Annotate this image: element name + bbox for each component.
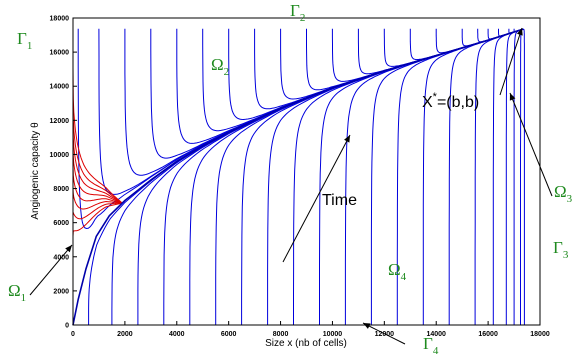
- region-label-3-omega: Ω3: [554, 182, 573, 205]
- trajectory-bottom-16: [492, 28, 524, 325]
- trajectory-bottom-18: [513, 28, 524, 325]
- arrow-equilibrium-head: [516, 28, 523, 36]
- trajectory-red-6: [72, 202, 123, 220]
- y-tick-label: 6000: [53, 220, 69, 227]
- arrow-omega3: [509, 92, 553, 197]
- plot-frame: [72, 17, 541, 326]
- trajectory-red-1: [72, 92, 123, 204]
- y-tick-label: 8000: [53, 186, 69, 193]
- trajectory-bottom-11: [370, 28, 524, 325]
- axis-ticks: 0 2000 4000 6000 8000 10000 12000 14000 16000 180…: [50, 16, 550, 339]
- trajectory-bottom-20: [522, 28, 525, 325]
- trajectory-curves: [72, 28, 525, 326]
- region-label-2-gamma: Γ2: [290, 1, 305, 24]
- y-tick-label: 16000: [50, 50, 70, 57]
- y-axis-label: Angiogenic capacity θ: [30, 122, 41, 220]
- y-tick-label: 12000: [50, 118, 70, 125]
- trajectory-bottom-12: [396, 28, 524, 325]
- region-label-2-omega: Ω2: [211, 55, 229, 78]
- x-tick-label: 8000: [273, 331, 289, 338]
- x-tick-label: 14000: [426, 331, 446, 338]
- y-tick-label: 0: [65, 323, 69, 330]
- arrow-omega3-head: [509, 93, 516, 101]
- trajectory-bottom-9: [319, 28, 524, 325]
- arrow-omega1-head: [65, 245, 72, 253]
- trajectory-bottom-4: [189, 28, 524, 325]
- y-tick-label: 18000: [50, 16, 70, 23]
- trajectory-top-0: [77, 28, 524, 230]
- x-tick-label: 0: [71, 331, 75, 338]
- trajectory-bottom-14: [448, 28, 524, 325]
- arrow-omega1: [29, 244, 73, 296]
- arrow-equilibrium: [499, 27, 523, 96]
- trajectory-red-0: [72, 67, 123, 204]
- equilibrium-label: X*=(b,b): [422, 91, 479, 111]
- trajectory-bottom-1: [111, 28, 524, 325]
- x-tick-label: 2000: [117, 331, 133, 338]
- y-tick-label: 10000: [50, 152, 70, 159]
- annotation-arrows: [29, 27, 553, 345]
- trajectory-top-13: [409, 28, 524, 61]
- x-tick-label: 10000: [323, 331, 343, 338]
- region-label-1-gamma: Γ1: [17, 29, 32, 52]
- region-label-3-gamma: Γ3: [553, 238, 569, 261]
- trajectory-red-2: [72, 116, 123, 204]
- slow-manifold-curve: [72, 28, 524, 326]
- time-label: Time: [322, 192, 357, 209]
- trajectory-bottom-19: [520, 28, 524, 325]
- arrow-gamma4: [362, 322, 406, 345]
- x-tick-label: 16000: [478, 331, 498, 338]
- x-tick-label: 6000: [221, 331, 237, 338]
- arrow-time-head: [344, 135, 350, 143]
- region-label-1-omega: Ω1: [8, 281, 26, 304]
- x-tick-label: 18000: [530, 331, 550, 338]
- trajectory-red-5: [72, 188, 123, 210]
- x-tick-label: 12000: [375, 331, 395, 338]
- trajectory-red-4: [72, 164, 123, 204]
- trajectory-bottom-13: [422, 28, 524, 325]
- arrow-gamma4-head: [363, 323, 371, 329]
- y-tick-label: 2000: [53, 288, 69, 295]
- arrow-time: [282, 134, 351, 263]
- trajectory-red-7: [72, 202, 123, 237]
- x-axis-label: Size x (nb of cells): [265, 338, 347, 349]
- x-tick-label: 4000: [169, 331, 185, 338]
- trajectory-red-3: [72, 140, 123, 204]
- trajectory-bottom-7: [267, 28, 524, 325]
- trajectory-bottom-15: [474, 28, 524, 325]
- y-tick-label: 14000: [50, 84, 70, 91]
- trajectory-top-12: [383, 28, 524, 67]
